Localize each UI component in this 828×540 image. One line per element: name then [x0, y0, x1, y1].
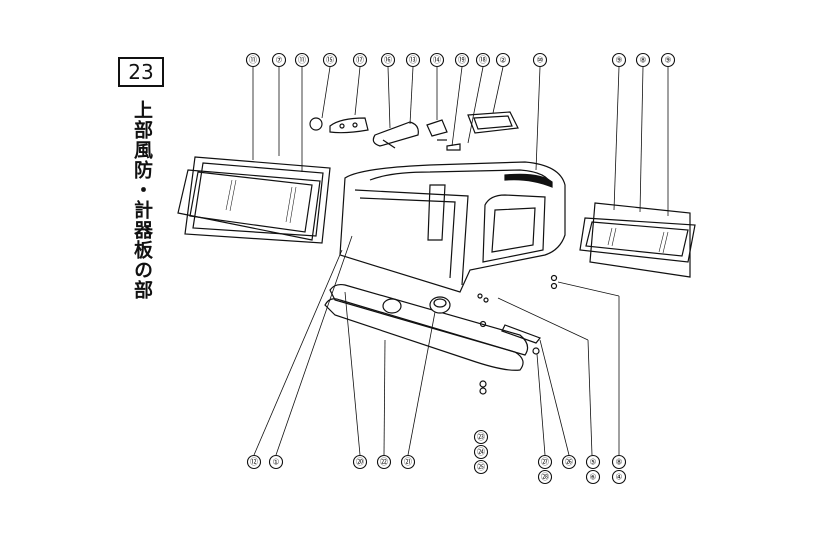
callout-26: ㉖ [561, 454, 577, 470]
svg-text:㉗: ㉗ [541, 458, 549, 467]
svg-text:⑪: ⑪ [249, 56, 257, 65]
callout-19: ⑲ [454, 52, 470, 68]
callout-28: ㉘ [537, 469, 553, 485]
svg-text:⑳: ⑳ [356, 458, 364, 467]
callout-22: ㉒ [376, 454, 392, 470]
svg-text:⑩: ⑩ [536, 56, 543, 65]
svg-text:⑨: ⑨ [664, 56, 671, 65]
svg-text:⑤: ⑤ [589, 458, 596, 467]
callout-20: ⑳ [352, 454, 368, 470]
svg-text:⑪: ⑪ [298, 56, 306, 65]
svg-text:㉒: ㉒ [380, 458, 388, 467]
callout-24: ㉔ [473, 444, 489, 460]
callout-18: ⑱ [475, 52, 491, 68]
callout-16: ⑯ [380, 52, 396, 68]
cab-roof-frame [339, 161, 566, 293]
svg-text:②: ② [499, 56, 506, 65]
callout-1: ① [268, 454, 284, 470]
svg-text:⑧: ⑧ [639, 56, 646, 65]
plate-number: 23 [118, 57, 164, 87]
svg-text:⑨: ⑨ [615, 56, 622, 65]
callout-25: ㉕ [473, 459, 489, 475]
callout-23: ㉓ [473, 429, 489, 445]
callout-11-right: ⑪ [294, 52, 310, 68]
callout-13: ⑬ [405, 52, 421, 68]
callout-17: ⑰ [352, 52, 368, 68]
svg-text:⑯: ⑯ [384, 56, 392, 65]
svg-text:⑰: ⑰ [356, 56, 364, 65]
callout-15: ⑮ [322, 52, 338, 68]
svg-text:⑫: ⑫ [250, 458, 258, 467]
svg-text:⑭: ⑭ [433, 56, 441, 65]
svg-text:⑱: ⑱ [479, 56, 487, 65]
svg-text:㉖: ㉖ [565, 458, 573, 467]
callout-9-left: ⑨ [611, 52, 627, 68]
callout-11-left: ⑪ [245, 52, 261, 68]
callout-bottom-row: ⑫ ① ⑳ ㉒ ㉑ ㉓ ㉔ ㉕ ㉗ ㉘ ㉖ ⑤ ⑥ ⑧ ④ [246, 429, 627, 485]
svg-text:⑧: ⑧ [615, 458, 622, 467]
callout-14: ⑭ [429, 52, 445, 68]
leader-lines [252, 66, 669, 456]
svg-text:㉘: ㉘ [541, 473, 549, 482]
svg-text:㉔: ㉔ [477, 448, 485, 457]
svg-text:㉕: ㉕ [477, 463, 485, 472]
callout-6: ⑥ [585, 469, 601, 485]
svg-text:⑬: ⑬ [409, 56, 417, 65]
svg-text:④: ④ [615, 473, 622, 482]
left-window-glass [177, 156, 331, 244]
callout-8-top: ⑧ [635, 52, 651, 68]
callout-top-row: ⑪ ⑦ ⑪ ⑮ ⑰ ⑯ ⑬ ⑭ ⑲ ⑱ ② ⑩ ⑨ ⑧ ⑨ [245, 52, 676, 68]
callout-4: ④ [611, 469, 627, 485]
callout-8-bottom: ⑧ [611, 454, 627, 470]
right-window-glass [579, 202, 696, 278]
callout-12: ⑫ [246, 454, 262, 470]
svg-text:⑲: ⑲ [458, 56, 466, 65]
svg-text:㉑: ㉑ [404, 458, 412, 467]
callout-21: ㉑ [400, 454, 416, 470]
svg-text:⑦: ⑦ [275, 56, 282, 65]
svg-text:①: ① [272, 458, 279, 467]
svg-text:⑮: ⑮ [326, 56, 334, 65]
svg-text:㉓: ㉓ [477, 433, 485, 442]
callout-7: ⑦ [271, 52, 287, 68]
svg-text:⑥: ⑥ [589, 473, 596, 482]
callout-10: ⑩ [532, 52, 548, 68]
section-title: 上部風防・計器板の部 [131, 100, 153, 300]
callout-9-right: ⑨ [660, 52, 676, 68]
callout-27: ㉗ [537, 454, 553, 470]
callout-2: ② [495, 52, 511, 68]
roof-small-parts [309, 111, 519, 151]
instrument-panel [324, 274, 558, 395]
callout-5: ⑤ [585, 454, 601, 470]
